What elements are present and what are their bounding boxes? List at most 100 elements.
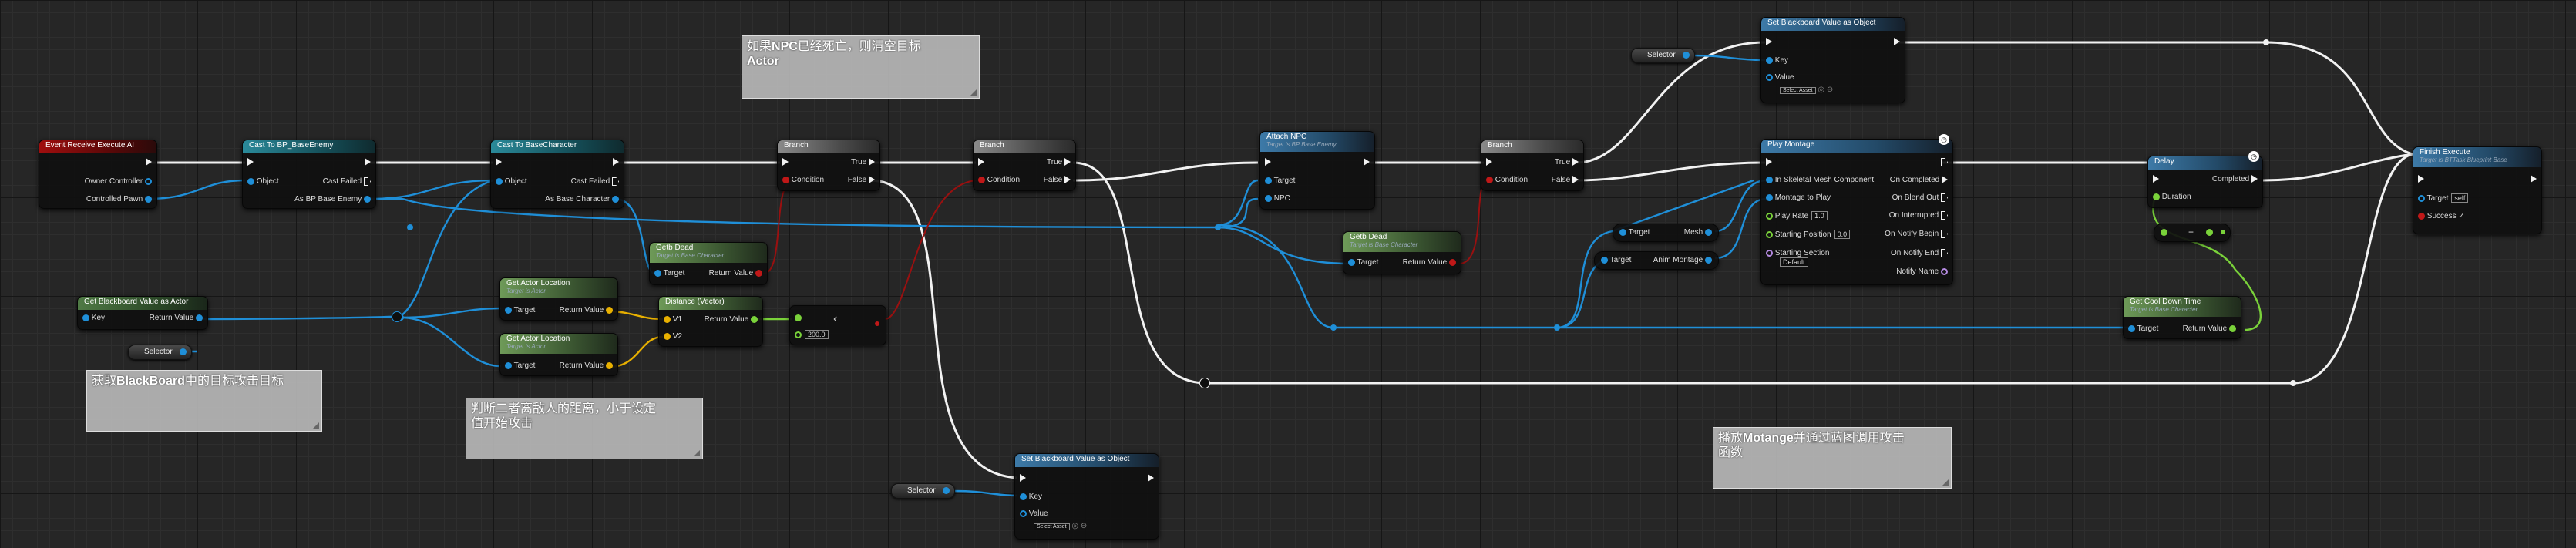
return-value-pin[interactable]: Return Value [705,315,758,324]
notify-name-pin[interactable]: Notify Name [1896,267,1948,276]
on-completed-pin[interactable]: On Completed [1890,176,1948,184]
v1-pin[interactable]: V1 [664,315,682,324]
on-notify-end-pin[interactable]: On Notify End [1891,249,1948,257]
npc-pin[interactable]: NPC [1265,194,1290,203]
target-pin[interactable]: Target [1619,228,1650,237]
controlled-pawn-pin[interactable]: Controlled Pawn [86,195,152,203]
set-blackboard-value-as-object-node-top[interactable]: Set Blackboard Value as Object Key Value… [1760,17,1905,103]
cast-failed-pin[interactable]: Cast Failed [323,177,371,186]
get-blackboard-value-as-actor-node[interactable]: Get Blackboard Value as Actor Key Return… [77,296,208,330]
float-compare-node[interactable]: 200.0 ‹ [789,305,886,345]
return-value-pin[interactable]: Return Value [709,269,762,277]
return-pin[interactable] [875,320,879,328]
exec-in-pin[interactable] [782,158,789,166]
target-pin[interactable]: Target [505,361,535,370]
select-asset-field[interactable]: Select Asset [1034,523,1070,530]
browse-icon[interactable]: ◎ ⊖ [1071,522,1088,530]
browse-icon[interactable]: ◎ ⊖ [1818,86,1834,94]
get-mesh-node[interactable]: Target Mesh [1613,224,1719,242]
cast-to-basecharacter-node[interactable]: Cast To BaseCharacter Object Cast Failed… [490,140,624,209]
a-pin[interactable] [2161,228,2167,237]
exec-out-pin[interactable] [1148,474,1154,482]
compare-value-field[interactable]: 200.0 [805,330,829,339]
starting-position-field[interactable]: 0.0 [1834,230,1851,239]
condition-pin[interactable]: Condition [782,176,824,184]
completed-pin[interactable]: Completed [2212,175,2258,183]
exec-in-pin[interactable] [247,158,254,166]
object-pin[interactable]: Object [247,177,279,186]
owner-controller-pin[interactable]: Owner Controller [85,177,152,186]
exec-in-pin[interactable] [2418,175,2424,183]
mesh-pin[interactable]: Mesh [1684,228,1712,237]
on-notify-begin-pin[interactable]: On Notify Begin [1885,230,1948,238]
montage-to-play-pin[interactable]: Montage to Play [1766,193,1831,202]
exec-out-pin[interactable] [365,158,371,166]
reroute-node[interactable] [392,311,402,322]
target-pin[interactable]: Target [1601,256,1631,264]
cast-failed-pin[interactable]: Cast Failed [571,177,619,186]
true-pin[interactable]: True [851,158,875,166]
delay-node[interactable]: Delay ◷ Completed Duration [2147,151,2263,208]
value-pin[interactable]: Value [1766,73,1794,82]
get-anim-montage-node[interactable]: Target Anim Montage [1594,251,1719,270]
return-pin[interactable] [2206,228,2213,237]
return-value-pin[interactable]: Return Value [150,314,203,322]
key-pin[interactable]: Key [1766,56,1788,65]
condition-pin[interactable]: Condition [978,176,1020,184]
exec-in-pin[interactable] [2153,175,2159,183]
target-pin[interactable]: Target [2128,324,2158,333]
distance-vector-node[interactable]: Distance (Vector) V1 Return Value V2 [658,296,763,347]
play-montage-node[interactable]: Play Montage ◷ In Skeletal Mesh Componen… [1760,134,1953,285]
exec-in-pin[interactable] [978,158,984,166]
selector-variable-top[interactable]: Selector [1631,48,1695,63]
value-pin[interactable]: Value [1020,509,1048,518]
set-blackboard-value-as-object-node-bottom[interactable]: Set Blackboard Value as Object Key Value… [1014,453,1159,540]
float-add-node[interactable]: + [2154,224,2231,242]
play-rate-field[interactable]: 1.0 [1811,211,1828,220]
b-pin[interactable] [2221,228,2225,237]
selector-variable-left[interactable]: Selector [128,345,192,360]
return-value-pin[interactable]: Return Value [2183,324,2236,333]
false-pin[interactable]: False [1552,176,1579,184]
branch-node-3[interactable]: Branch True Condition False [1481,140,1584,191]
exec-out-pin[interactable] [613,158,619,166]
in-skeletal-mesh-pin[interactable]: In Skeletal Mesh Component [1766,176,1874,184]
false-pin[interactable]: False [1044,176,1071,184]
return-value-pin[interactable]: Return Value [560,361,613,370]
return-value-pin[interactable]: Return Value [560,306,613,314]
select-asset-field[interactable]: Select Asset [1780,87,1816,94]
on-interrupted-pin[interactable]: On Interrupted [1889,211,1948,220]
success-pin[interactable]: Success ✓ [2418,212,2465,220]
target-pin[interactable]: Target [505,306,535,314]
exec-in-pin[interactable] [496,158,502,166]
exec-out-pin[interactable] [2531,175,2537,183]
anim-montage-pin[interactable]: Anim Montage [1653,256,1712,264]
b-pin[interactable]: 200.0 [795,330,829,339]
true-pin[interactable]: True [1047,158,1071,166]
exec-out-pin[interactable] [1894,38,1900,46]
cast-to-bp-baseenemy-node[interactable]: Cast To BP_BaseEnemy Object Cast Failed … [242,140,376,209]
duration-pin[interactable]: Duration [2153,193,2191,201]
a-pin[interactable] [795,314,802,322]
condition-pin[interactable]: Condition [1486,176,1528,184]
false-pin[interactable]: False [848,176,875,184]
as-bp-base-enemy-pin[interactable]: As BP Base Enemy [294,195,371,203]
select-asset-dropdown[interactable]: Select Asset ◎ ⊖ [1031,522,1087,530]
target-pin[interactable]: Target [654,269,684,277]
target-pin[interactable]: Target [1265,177,1295,185]
select-asset-dropdown[interactable]: Select Asset ◎ ⊖ [1777,86,1833,94]
exec-out-pin[interactable] [1364,158,1370,166]
target-pin[interactable]: Target [1348,258,1378,267]
reroute-node[interactable] [1199,378,1210,388]
branch-node-1[interactable]: Branch True Condition False [777,140,880,191]
exec-in-pin[interactable] [1486,158,1492,166]
exec-out-pin[interactable] [1941,158,1948,166]
return-value-pin[interactable]: Return Value [1403,258,1456,267]
true-pin[interactable]: True [1555,158,1579,166]
